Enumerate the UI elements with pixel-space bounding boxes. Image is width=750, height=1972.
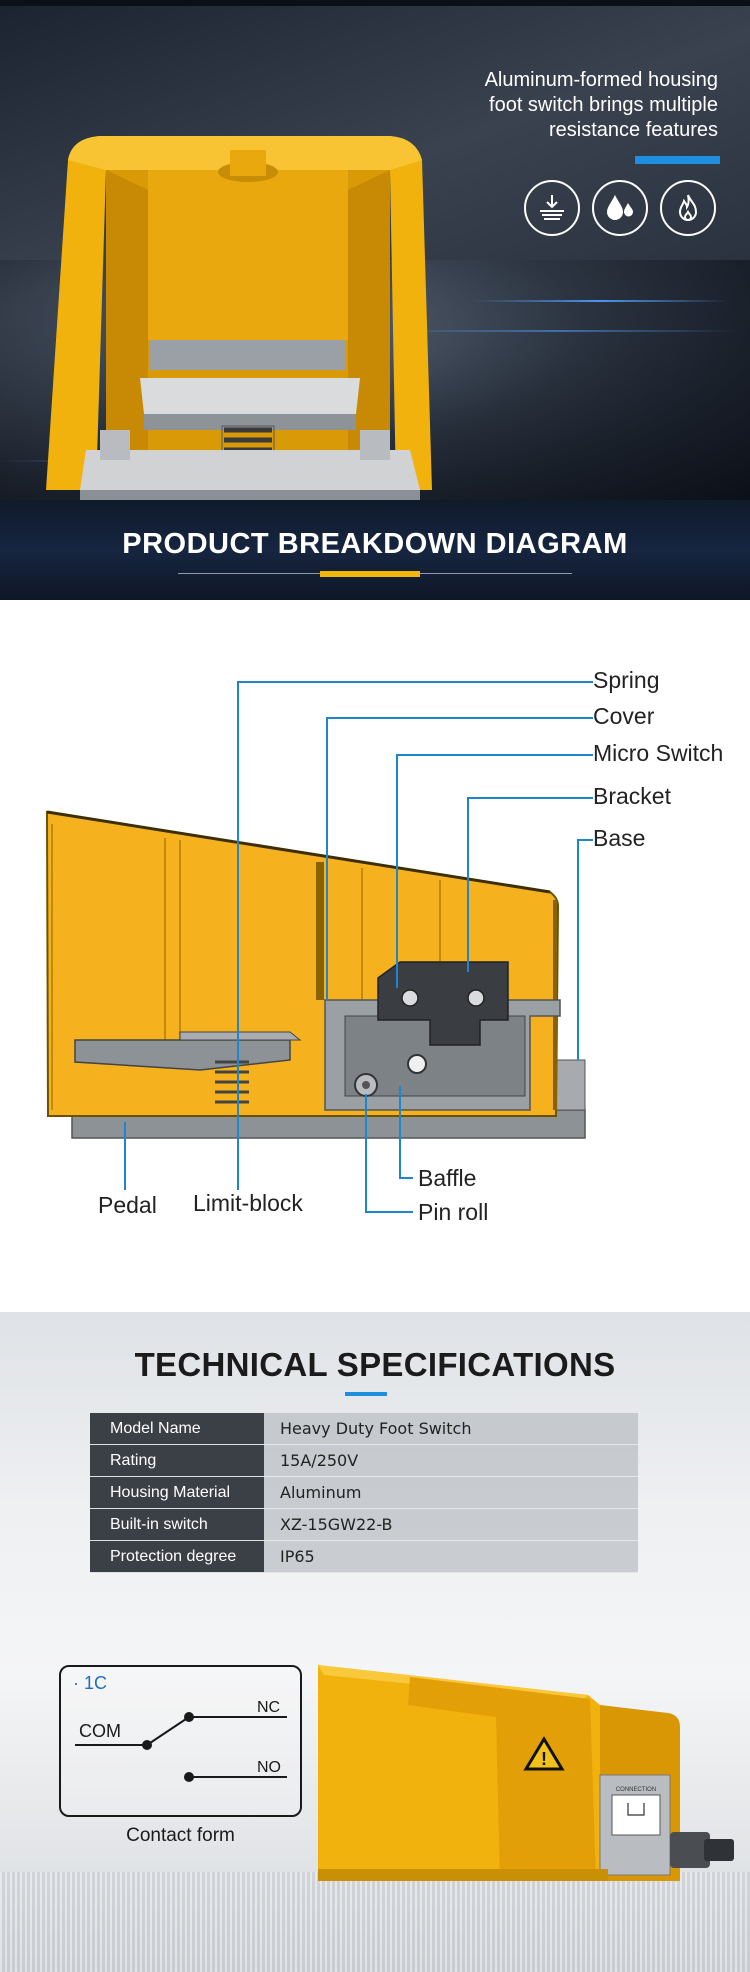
foot-switch-side-image: CONNECTION !	[318, 1665, 734, 1881]
light-streak	[470, 300, 730, 302]
tagline-accent-bar	[635, 156, 720, 164]
floor-texture	[0, 1872, 750, 1972]
spec-key: Protection degree	[90, 1541, 264, 1573]
connection-panel-label: CONNECTION	[616, 1787, 656, 1793]
spec-key: Housing Material	[90, 1477, 264, 1509]
warning-icon	[523, 1736, 565, 1771]
nc-label: NC	[257, 1699, 281, 1716]
spec-row: Housing Material Aluminum	[90, 1477, 638, 1509]
banner-title: PRODUCT BREAKDOWN DIAGRAM	[122, 528, 628, 560]
spec-value: 15A/250V	[264, 1445, 638, 1477]
contact-form-diagram: · 1C COM NC NO	[59, 1665, 302, 1817]
banner-accent-bar	[320, 571, 420, 577]
label-micro-switch: Micro Switch	[593, 740, 724, 766]
spec-value: XZ-15GW22-B	[264, 1509, 638, 1541]
label-base: Base	[593, 825, 646, 851]
spec-value: IP65	[264, 1541, 638, 1573]
no-label: NO	[257, 1759, 281, 1776]
com-label: COM	[79, 1721, 121, 1741]
breakdown-diagram	[45, 681, 593, 1213]
breakdown-section: Spring Cover Micro Switch Bracket Base P…	[0, 600, 750, 1312]
contact-schematic	[75, 1712, 287, 1782]
foot-switch-front-image	[46, 136, 432, 500]
contact-type-label: · 1C	[73, 1673, 108, 1693]
pressure-resistance-icon	[524, 180, 580, 236]
fire-resistance-icon	[660, 180, 716, 236]
tagline-line: resistance features	[549, 119, 718, 141]
top-edge	[0, 0, 750, 6]
contact-form-caption: Contact form	[126, 1825, 235, 1846]
spec-row: Built-in switch XZ-15GW22-B	[90, 1509, 638, 1541]
hero-tagline: Aluminum-formed housing foot switch brin…	[398, 68, 718, 143]
spec-table: Model Name Heavy Duty Foot Switch Rating…	[90, 1413, 638, 1573]
hero-section: Aluminum-formed housing foot switch brin…	[0, 0, 750, 600]
spec-key: Model Name	[90, 1413, 264, 1445]
label-pin-roll: Pin roll	[418, 1199, 489, 1225]
specs-section: TECHNICAL SPECIFICATIONS Model Name Heav…	[0, 1312, 750, 1972]
spec-row: Protection degree IP65	[90, 1541, 638, 1573]
label-baffle: Baffle	[418, 1165, 477, 1191]
specs-title-accent	[345, 1392, 387, 1396]
tagline-line: foot switch brings multiple	[489, 94, 718, 116]
section-banner	[0, 500, 750, 600]
spec-value: Aluminum	[264, 1477, 638, 1509]
label-cover: Cover	[593, 703, 655, 729]
spec-row: Rating 15A/250V	[90, 1445, 638, 1477]
spec-key: Built-in switch	[90, 1509, 264, 1541]
svg-text:!: !	[541, 1749, 547, 1769]
specs-title: TECHNICAL SPECIFICATIONS	[134, 1346, 616, 1383]
spec-row: Model Name Heavy Duty Foot Switch	[90, 1413, 638, 1445]
label-pedal: Pedal	[98, 1192, 157, 1218]
spec-key: Rating	[90, 1445, 264, 1477]
spec-value: Heavy Duty Foot Switch	[264, 1413, 638, 1445]
label-limit-block: Limit-block	[193, 1190, 303, 1216]
waterproof-icon	[592, 180, 648, 236]
tagline-line: Aluminum-formed housing	[484, 69, 718, 91]
label-spring: Spring	[593, 667, 660, 693]
light-streak	[380, 330, 740, 332]
label-bracket: Bracket	[593, 783, 671, 809]
